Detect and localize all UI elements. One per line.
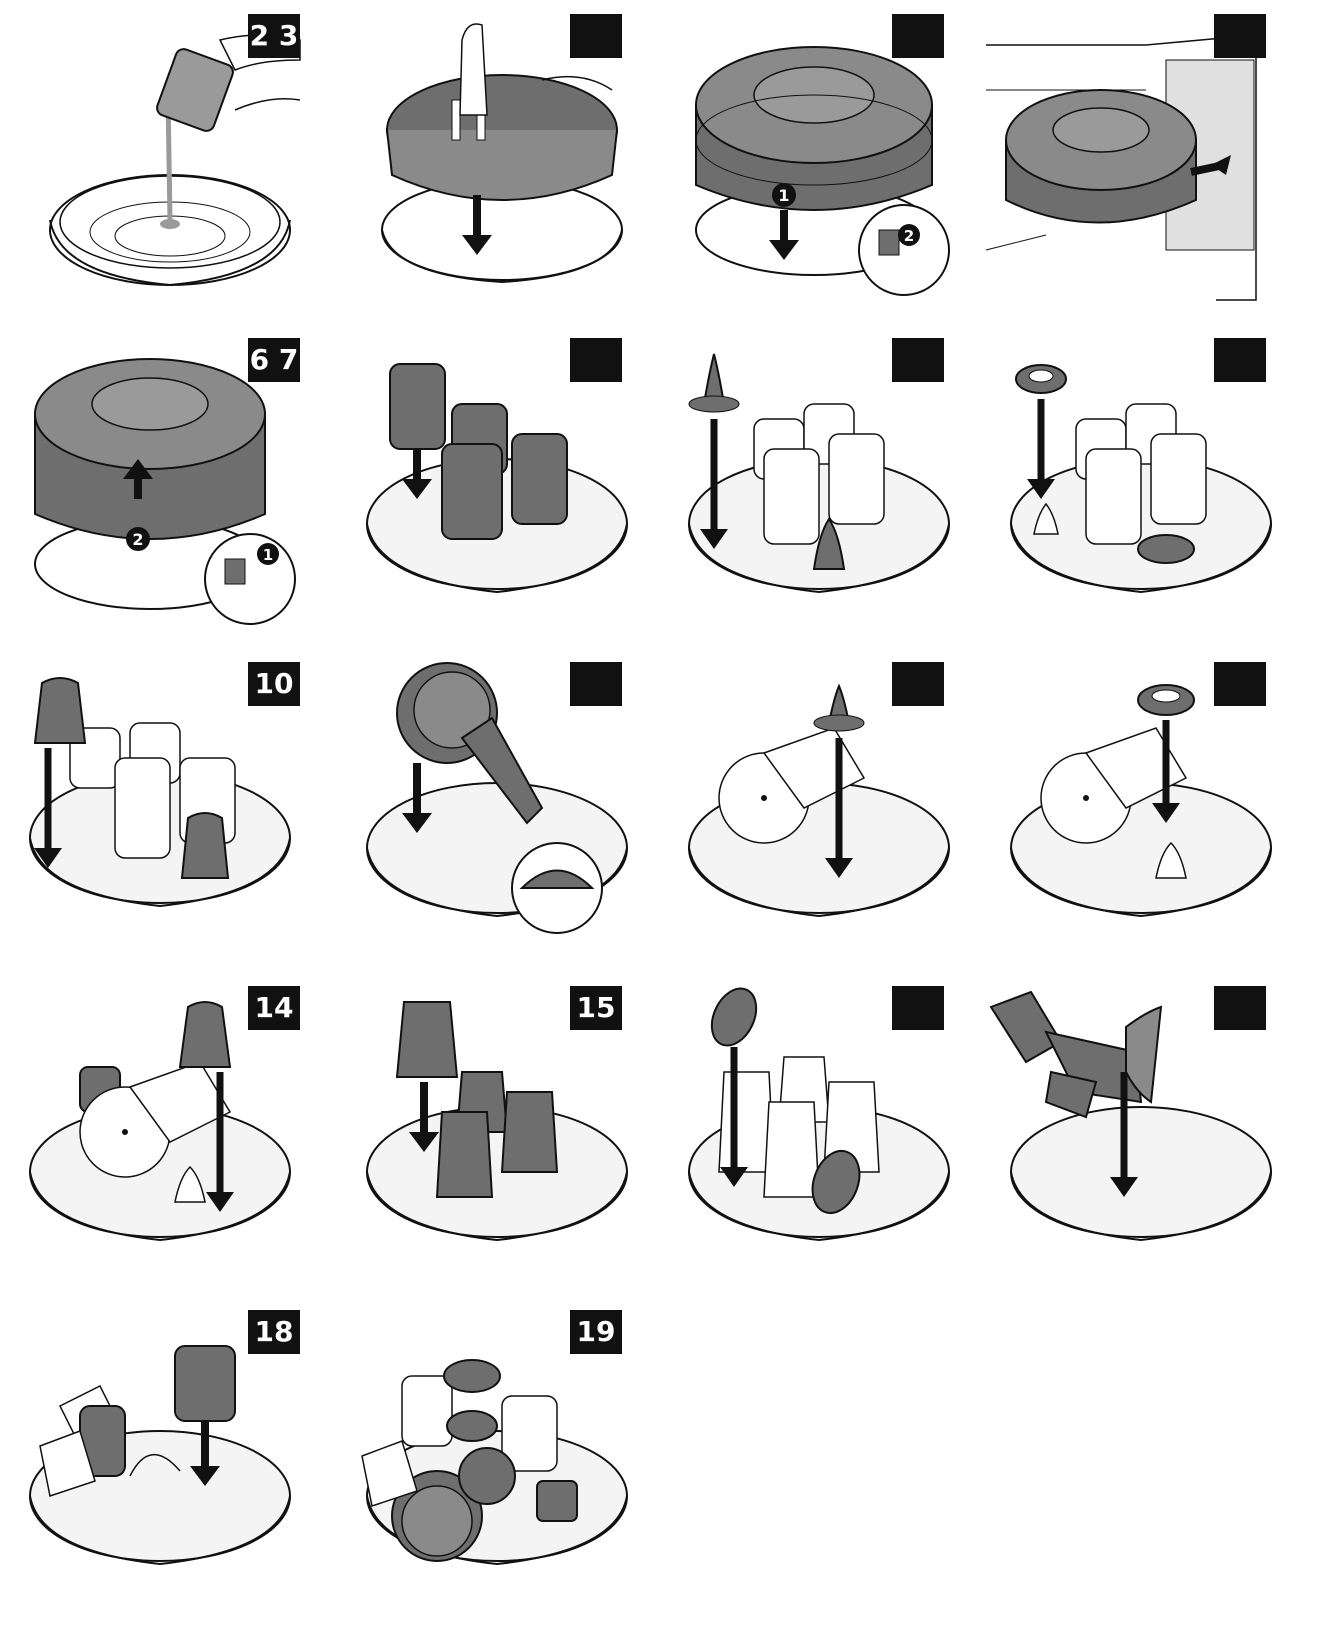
illustration-pump-bottle [29, 1345, 291, 1566]
step-number-badge [570, 338, 622, 382]
step-panel-17: 18 [20, 1296, 340, 1616]
step-panel-6 [342, 324, 662, 644]
illustration-breast-pump [989, 990, 1272, 1242]
svg-text:1: 1 [778, 186, 789, 205]
step-number-badge: 10 [248, 662, 300, 706]
illustration-pour-water [49, 34, 301, 287]
illustration-pump-ring [1010, 684, 1272, 918]
step-panel-2 [342, 0, 662, 320]
illustration-ring [1010, 364, 1272, 594]
illustration-cap [29, 677, 291, 908]
illustration-cups [366, 1001, 628, 1242]
step-number-badge: 18 [248, 1310, 300, 1354]
step-number-badge [1214, 662, 1266, 706]
svg-text:1: 1 [263, 546, 273, 564]
step-number-badge: 14 [248, 986, 300, 1030]
step-panel-14: 15 [342, 972, 662, 1292]
step-panel-11 [664, 648, 984, 968]
step-panel-9: 10 [20, 648, 340, 968]
step-number-badge [892, 986, 944, 1030]
illustration-insert-tray [381, 23, 623, 284]
step-panel-13: 14 [20, 972, 340, 1292]
illustration-pump-cap [29, 1001, 291, 1242]
step-number-badge [1214, 986, 1266, 1030]
step-panel-4 [985, 0, 1306, 320]
step-panel-7 [664, 324, 984, 644]
illustration-full-load [361, 1359, 628, 1566]
illustration-close-cover: 1 2 [695, 46, 950, 296]
step-number-badge [1214, 338, 1266, 382]
step-panel-3: 1 2 [664, 0, 984, 320]
step-number-badge [1214, 14, 1266, 58]
step-panel-5: 2 1 6 7 [20, 324, 340, 644]
illustration-open-cover: 2 1 [34, 358, 296, 625]
illustration-pump-teat [688, 683, 950, 918]
svg-text:2: 2 [904, 227, 914, 245]
step-number-badge: 15 [570, 986, 622, 1030]
illustration-pump-body [366, 662, 628, 934]
step-number-badge: 6 7 [248, 338, 300, 382]
step-panel-8 [986, 324, 1306, 644]
step-number-badge [892, 14, 944, 58]
illustration-lids [688, 987, 950, 1242]
step-number-badge: 19 [570, 1310, 622, 1354]
step-panel-12 [986, 648, 1306, 968]
step-panel-16 [986, 972, 1306, 1292]
step-number-badge [570, 14, 622, 58]
illustration-microwave [985, 34, 1257, 301]
step-panel-15 [664, 972, 984, 1292]
step-panel-10 [342, 648, 662, 968]
illustration-bottles [366, 363, 628, 594]
step-number-badge [892, 338, 944, 382]
step-panel-1: 2 3 [20, 0, 340, 320]
svg-text:2: 2 [132, 530, 143, 549]
step-number-badge: 2 3 [248, 14, 300, 58]
step-panel-18: 19 [342, 1296, 662, 1616]
step-number-badge [570, 662, 622, 706]
illustration-teat [688, 353, 950, 594]
step-number-badge [892, 662, 944, 706]
